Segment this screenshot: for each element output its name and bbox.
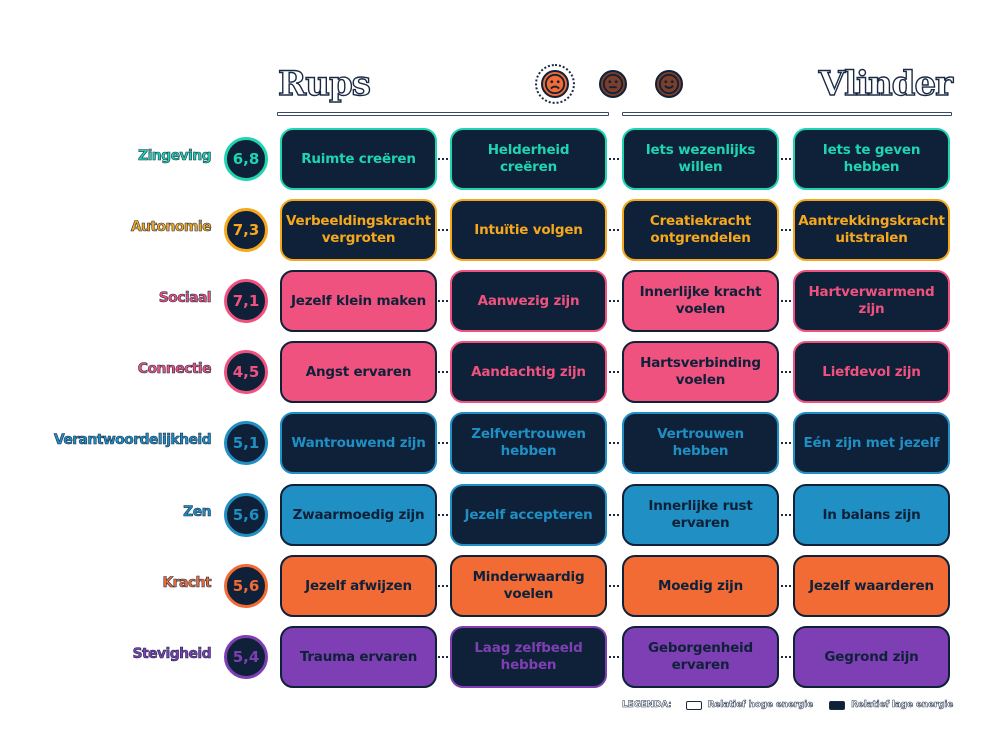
legend-swatch-light bbox=[685, 700, 702, 710]
score-badge: 5,1 bbox=[224, 421, 268, 465]
energy-cell[interactable]: Laag zelfbeeld hebben bbox=[450, 626, 607, 688]
score-badge: 6,8 bbox=[224, 137, 268, 181]
dotted-connector bbox=[609, 514, 619, 516]
row-label: Verantwoordelijkheid bbox=[53, 432, 212, 449]
energy-cell[interactable]: Jezelf klein maken bbox=[280, 270, 437, 332]
dotted-connector bbox=[438, 656, 448, 658]
row-autonomie: Autonomie 7,3 Verbeeldingskracht vergroten… bbox=[0, 199, 1000, 261]
rups-title: Rups bbox=[277, 63, 371, 104]
dotted-connector bbox=[609, 371, 619, 373]
energy-cell[interactable]: Helderheid creëren bbox=[450, 128, 607, 190]
legend-dark-label: Relatief lage energie bbox=[851, 700, 954, 711]
dotted-connector bbox=[609, 442, 619, 444]
energy-cell[interactable]: Ruimte creëren bbox=[280, 128, 437, 190]
energy-cell[interactable]: Geborgenheid ervaren bbox=[622, 626, 779, 688]
energy-cell[interactable]: Moedig zijn bbox=[622, 555, 779, 617]
dotted-connector bbox=[438, 229, 448, 231]
vlinder-title: Vlinder bbox=[818, 63, 954, 104]
energy-cell[interactable]: Wantrouwend zijn bbox=[280, 412, 437, 474]
dotted-connector bbox=[438, 585, 448, 587]
row-label: Autonomie bbox=[130, 219, 212, 236]
energy-cell[interactable]: Intuïtie volgen bbox=[450, 199, 607, 261]
score-badge: 4,5 bbox=[224, 350, 268, 394]
energy-cell[interactable]: Verbeeldingskracht vergroten bbox=[280, 199, 437, 261]
score-badge: 5,6 bbox=[224, 493, 268, 537]
energy-cell[interactable]: Hartverwarmend zijn bbox=[793, 270, 950, 332]
energy-cell[interactable]: Trauma ervaren bbox=[280, 626, 437, 688]
score-badge: 7,3 bbox=[224, 208, 268, 252]
happy-face-icon[interactable] bbox=[655, 70, 683, 98]
energy-cell[interactable]: Iets te geven hebben bbox=[793, 128, 950, 190]
dotted-connector bbox=[781, 442, 791, 444]
dotted-connector bbox=[781, 158, 791, 160]
row-label: Stevigheid bbox=[132, 646, 212, 663]
energy-cell[interactable]: Jezelf accepteren bbox=[450, 484, 607, 546]
energy-cell[interactable]: Creatiekracht ontgrendelen bbox=[622, 199, 779, 261]
energy-cell[interactable]: Gegrond zijn bbox=[793, 626, 950, 688]
dotted-connector bbox=[609, 229, 619, 231]
dotted-connector bbox=[438, 300, 448, 302]
dotted-connector bbox=[781, 585, 791, 587]
dotted-connector bbox=[781, 371, 791, 373]
energy-cell[interactable]: Minderwaardig voelen bbox=[450, 555, 607, 617]
energy-cell[interactable]: Jezelf afwijzen bbox=[280, 555, 437, 617]
legend: LEGENDA: Relatief hoge energie Relatief … bbox=[622, 700, 954, 711]
score-badge: 7,1 bbox=[224, 279, 268, 323]
dotted-connector bbox=[609, 300, 619, 302]
selected-face-ring bbox=[535, 64, 575, 104]
energy-cell[interactable]: Innerlijke rust ervaren bbox=[622, 484, 779, 546]
row-label: Connectie bbox=[137, 361, 211, 378]
energy-cell[interactable]: Aandachtig zijn bbox=[450, 341, 607, 403]
dotted-connector bbox=[609, 585, 619, 587]
neutral-face-icon[interactable] bbox=[599, 70, 627, 98]
dotted-connector bbox=[609, 158, 619, 160]
energy-cell[interactable]: Jezelf waarderen bbox=[793, 555, 950, 617]
rups-divider bbox=[277, 112, 609, 116]
dotted-connector bbox=[438, 371, 448, 373]
vlinder-divider bbox=[622, 112, 952, 116]
legend-swatch-dark bbox=[829, 700, 846, 710]
energy-cell[interactable]: Aantrekkingskracht uitstralen bbox=[793, 199, 950, 261]
score-badge: 5,6 bbox=[224, 564, 268, 608]
score-badge: 5,4 bbox=[224, 635, 268, 679]
row-label: Sociaal bbox=[158, 290, 212, 307]
row-label: Kracht bbox=[162, 575, 212, 592]
row-label: Zen bbox=[183, 504, 212, 521]
dotted-connector bbox=[438, 514, 448, 516]
legend-light-label: Relatief hoge energie bbox=[707, 700, 814, 711]
sad-face-icon[interactable] bbox=[541, 70, 569, 98]
energy-cell[interactable]: Vertrouwen hebben bbox=[622, 412, 779, 474]
energy-cell[interactable]: Hartsverbinding voelen bbox=[622, 341, 779, 403]
dotted-connector bbox=[438, 158, 448, 160]
energy-cell[interactable]: Innerlijke kracht voelen bbox=[622, 270, 779, 332]
energy-cell[interactable]: Liefdevol zijn bbox=[793, 341, 950, 403]
dotted-connector bbox=[781, 229, 791, 231]
energy-cell[interactable]: Aanwezig zijn bbox=[450, 270, 607, 332]
dotted-connector bbox=[438, 442, 448, 444]
energy-cell[interactable]: Zwaarmoedig zijn bbox=[280, 484, 437, 546]
energy-cell[interactable]: Zelfvertrouwen hebben bbox=[450, 412, 607, 474]
energy-cell[interactable]: In balans zijn bbox=[793, 484, 950, 546]
legend-title: LEGENDA: bbox=[622, 700, 672, 711]
energy-cell[interactable]: Eén zijn met jezelf bbox=[793, 412, 950, 474]
dotted-connector bbox=[609, 656, 619, 658]
dotted-connector bbox=[781, 514, 791, 516]
energy-cell[interactable]: Angst ervaren bbox=[280, 341, 437, 403]
energy-cell[interactable]: Iets wezenlijks willen bbox=[622, 128, 779, 190]
row-label: Zingeving bbox=[138, 148, 212, 165]
dotted-connector bbox=[781, 300, 791, 302]
dotted-connector bbox=[781, 656, 791, 658]
